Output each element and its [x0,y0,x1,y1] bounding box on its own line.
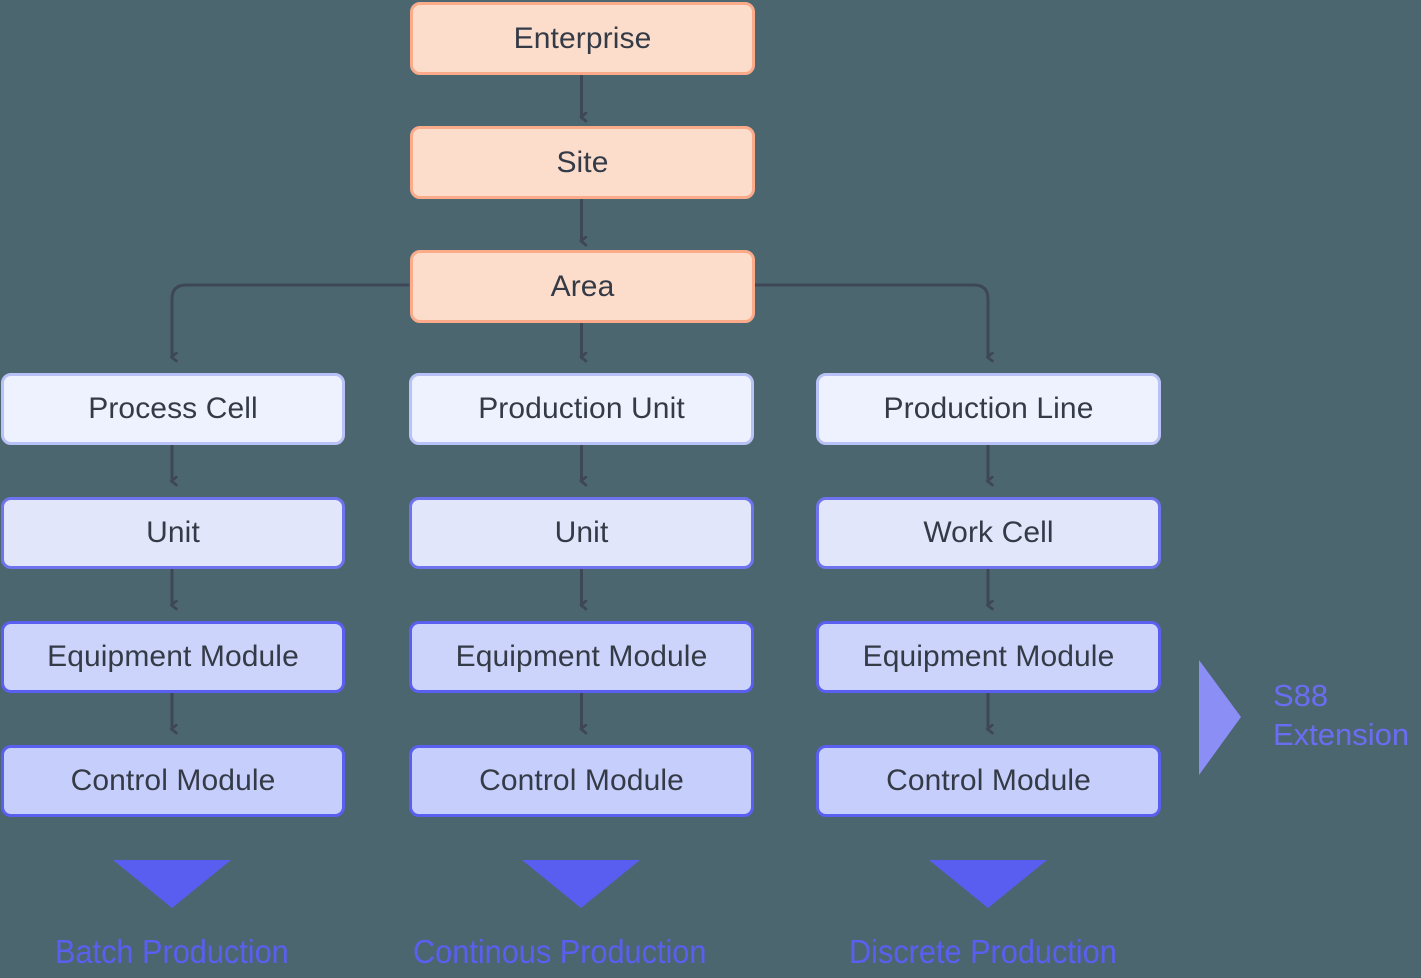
node-c1-equipment-module[interactable]: Equipment Module [1,621,345,693]
node-area-label: Area [550,269,615,303]
node-work-cell-label: Work Cell [923,516,1054,549]
node-enterprise-label: Enterprise [513,21,652,55]
node-c2-control-module[interactable]: Control Module [409,745,754,817]
s88-extension-triangle [1199,660,1241,775]
connector-area-production-line [753,283,988,357]
s88-extension-label: S88 Extension [1273,676,1409,754]
node-c3-control-module-label: Control Module [886,764,1091,797]
node-c3-equipment-module-label: Equipment Module [862,640,1115,673]
node-c1-unit[interactable]: Unit [1,497,345,569]
node-c1-equipment-module-label: Equipment Module [47,640,299,673]
node-c2-unit[interactable]: Unit [409,497,754,569]
node-work-cell[interactable]: Work Cell [816,497,1161,569]
node-c2-control-module-label: Control Module [479,764,684,797]
node-process-cell-label: Process Cell [88,392,258,425]
outcome-label-discrete: Discrete Production [849,933,1117,970]
node-production-line-label: Production Line [883,392,1094,425]
node-process-cell[interactable]: Process Cell [1,373,345,445]
node-site-label: Site [556,145,609,179]
node-c1-control-module[interactable]: Control Module [1,745,345,817]
outcome-triangle-discrete [929,860,1047,908]
outcome-triangle-batch [113,860,231,908]
node-site[interactable]: Site [410,126,755,199]
node-enterprise[interactable]: Enterprise [410,2,755,75]
node-production-unit-label: Production Unit [478,392,685,425]
node-c2-equipment-module[interactable]: Equipment Module [409,621,754,693]
outcome-triangle-continuous [522,860,640,908]
s88-extension-line2: Extension [1273,717,1410,752]
connector-area-process-cell [172,283,410,357]
node-c3-control-module[interactable]: Control Module [816,745,1161,817]
node-c1-control-module-label: Control Module [70,764,276,797]
outcome-label-batch: Batch Production [55,933,289,970]
s88-extension-line1: S88 [1273,678,1329,713]
node-c3-equipment-module[interactable]: Equipment Module [816,621,1161,693]
node-c1-unit-label: Unit [146,516,200,549]
node-production-line[interactable]: Production Line [816,373,1161,445]
node-c2-unit-label: Unit [554,516,609,549]
outcome-label-continuous: Continous Production [413,933,707,970]
node-c2-equipment-module-label: Equipment Module [455,640,708,673]
node-area[interactable]: Area [410,250,755,323]
node-production-unit[interactable]: Production Unit [409,373,754,445]
